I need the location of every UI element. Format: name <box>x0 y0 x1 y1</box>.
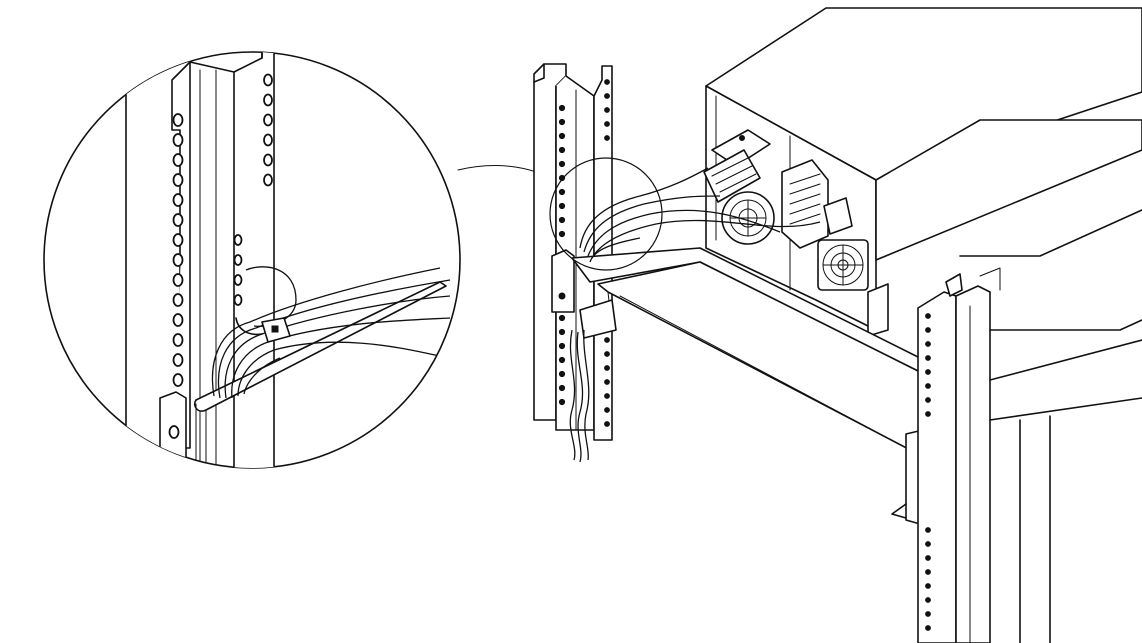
cable-tie <box>235 317 291 343</box>
right-post-holes <box>925 313 931 631</box>
scsi-connector <box>703 129 771 203</box>
rack-post-right <box>917 273 991 643</box>
zoom-callout <box>43 51 461 469</box>
zoomed-rack-post <box>125 52 275 468</box>
detail-marker-circle <box>549 157 663 271</box>
zoomed-mounting-holes <box>172 73 273 387</box>
left-post-holes <box>558 79 610 427</box>
cable-bundle <box>569 167 821 463</box>
rack-post-left <box>533 63 613 441</box>
cooling-fan <box>721 191 775 245</box>
zoomed-support-rail <box>193 281 447 412</box>
tape-library-chassis <box>703 7 1142 337</box>
rear-rack-frame <box>959 209 1142 643</box>
cooling-fan-2 <box>817 239 869 291</box>
